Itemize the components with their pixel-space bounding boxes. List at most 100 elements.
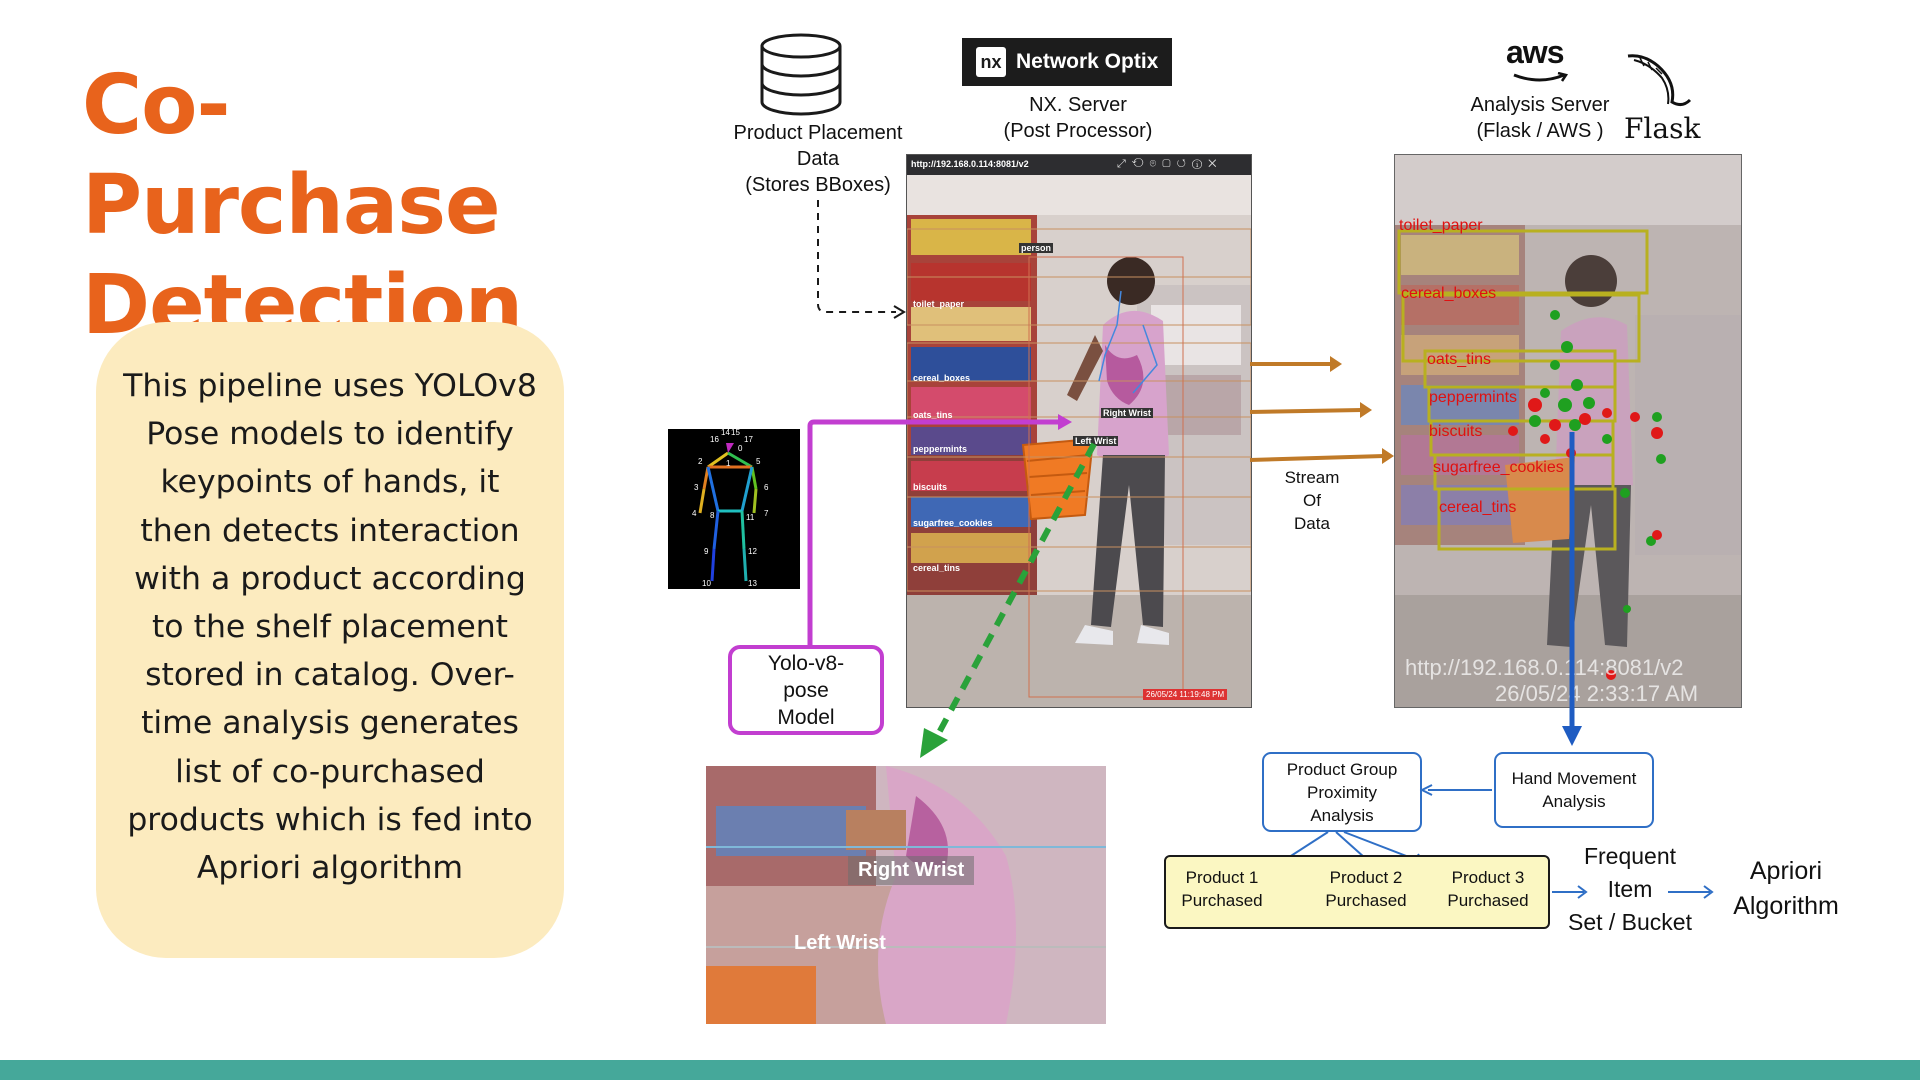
database-caption-line-3: (Stores BBoxes) xyxy=(745,174,891,196)
footer-bar xyxy=(0,1060,1920,1080)
zoom-label-right-wrist: Right Wrist xyxy=(848,856,975,885)
camera-label-right-wrist: Right Wrist xyxy=(1101,408,1153,418)
analysis-label-oats-tins: oats_tins xyxy=(1427,351,1492,368)
page-title: Co-Purchase Detection xyxy=(82,56,642,356)
flask-logo: Flask xyxy=(1624,112,1701,145)
analysis-server-caption: Analysis Server (Flask / AWS ) xyxy=(1448,92,1632,144)
apriori-line-1: Apriori xyxy=(1749,857,1823,885)
nx-server-caption-line-1: NX. Server xyxy=(1029,94,1127,116)
camera-timestamp: 26/05/24 11:19:48 PM xyxy=(1143,689,1228,700)
proximity-analysis-box: Product Group Proximity Analysis xyxy=(1262,752,1422,832)
kp-15: 15 xyxy=(731,428,740,437)
stream-of-data-label: Stream Of Data xyxy=(1270,466,1354,535)
kp-1: 1 xyxy=(726,459,731,468)
hand-trajectory-arrow xyxy=(1562,432,1582,746)
hand-movement-line-1: Hand Movement xyxy=(1511,769,1637,788)
analysis-timestamp: 26/05/24 2:33:17 AM xyxy=(1495,681,1699,706)
kp-11: 11 xyxy=(746,513,755,522)
camera-label-biscuits: biscuits xyxy=(913,482,948,492)
kp-13: 13 xyxy=(748,579,757,588)
camera-label-left-wrist: Left Wrist xyxy=(1073,436,1119,446)
analysis-label-biscuits: biscuits xyxy=(1429,423,1483,440)
camera-label-cereal-tins: cereal_tins xyxy=(913,563,961,573)
yolo-model-line-3: Model xyxy=(777,705,835,729)
kp-9: 9 xyxy=(704,547,709,556)
yolo-connector xyxy=(807,414,1072,648)
arrow-to-apriori xyxy=(1668,885,1714,899)
stream-label-line-1: Stream xyxy=(1284,468,1340,487)
proximity-line-3: Analysis xyxy=(1310,805,1374,825)
kp-0: 0 xyxy=(738,444,743,453)
hand-movement-analysis-box: Hand Movement Analysis xyxy=(1494,752,1654,828)
hand-movement-line-2: Analysis xyxy=(1542,792,1606,811)
product-2-line-2: Purchased xyxy=(1325,891,1407,910)
analysis-server-caption-line-2: (Flask / AWS ) xyxy=(1476,120,1604,142)
yolo-model-line-1: Yolo-v8- xyxy=(767,651,845,675)
nx-server-caption-line-2: (Post Processor) xyxy=(1003,120,1153,142)
frequent-line-2: Item xyxy=(1607,876,1653,902)
flask-horn-icon xyxy=(1627,54,1692,107)
database-icon xyxy=(760,33,842,116)
product-2-purchased: Product 2 Purchased xyxy=(1314,866,1418,912)
analysis-server-caption-line-1: Analysis Server xyxy=(1470,94,1610,116)
description-card xyxy=(96,322,564,958)
product-3-purchased: Product 3 Purchased xyxy=(1436,866,1540,912)
frequent-line-3: Set / Bucket xyxy=(1567,909,1692,935)
wrist-zoom-crop: Right Wrist Left Wrist xyxy=(706,766,1106,1024)
kp-8: 8 xyxy=(710,511,715,520)
camera-label-cereal-boxes: cereal_boxes xyxy=(913,373,971,383)
nx-camera-feed: http://192.168.0.114:8081/v2 ⤢⟲⌾▢↺ⓘ✕ per… xyxy=(906,154,1252,708)
camera-label-peppermints: peppermints xyxy=(913,444,968,454)
analysis-url-watermark: http://192.168.0.114:8081/v2 xyxy=(1405,655,1684,680)
kp-3: 3 xyxy=(694,483,699,492)
stream-label-line-3: Data xyxy=(1294,514,1330,533)
zoom-label-left-wrist: Left Wrist xyxy=(794,932,886,954)
kp-2: 2 xyxy=(698,457,703,466)
nx-server-caption: NX. Server (Post Processor) xyxy=(958,92,1198,144)
database-caption: Product Placement Data (Stores BBoxes) xyxy=(720,120,916,198)
purchased-products-group xyxy=(1164,855,1550,929)
product-3-line-1: Product 3 xyxy=(1451,868,1525,887)
title-line-1: Co-Purchase xyxy=(82,58,501,253)
stream-label-line-2: Of xyxy=(1303,491,1321,510)
product-1-line-1: Product 1 xyxy=(1185,868,1259,887)
analysis-label-toilet-paper: toilet_paper xyxy=(1399,217,1483,234)
aws-smile-icon xyxy=(1513,72,1569,82)
network-optix-logo: nx Network Optix xyxy=(962,38,1172,86)
camera-label-person: person xyxy=(1019,243,1054,253)
database-caption-line-2: Data xyxy=(796,148,840,170)
camera-toolbar xyxy=(907,155,1251,175)
kp-6: 6 xyxy=(764,483,769,492)
frequent-itemset-label: Frequent Item Set / Bucket xyxy=(1554,840,1706,939)
kp-17: 17 xyxy=(744,435,753,444)
nx-mark-icon: nx xyxy=(976,47,1006,77)
zoom-arrow xyxy=(920,442,1097,758)
proximity-line-2: Proximity xyxy=(1307,782,1377,802)
stream-arrows xyxy=(1249,356,1394,464)
description-text: This pipeline uses YOLOv8 Pose models to… xyxy=(123,368,537,887)
analysis-feed: toilet_paper cereal_boxes oats_tins pepp… xyxy=(1394,154,1742,708)
product-1-line-2: Purchased xyxy=(1181,891,1263,910)
apriori-algorithm-label: Apriori Algorithm xyxy=(1716,854,1856,924)
skeleton-keypoint-diagram: 14 15 16 17 0 2 1 5 3 6 4 8 7 11 9 12 10… xyxy=(668,428,800,589)
skeleton-figure xyxy=(698,443,758,582)
aws-logo: aws xyxy=(1506,34,1564,70)
camera-toolbar-icons[interactable]: ⤢⟲⌾▢↺ⓘ✕ xyxy=(1117,158,1223,170)
analysis-scene-illustration xyxy=(1395,155,1741,707)
analysis-label-peppermints: peppermints xyxy=(1429,389,1518,406)
camera-url: http://192.168.0.114:8081/v2 xyxy=(911,159,1029,169)
yolo-model-line-2: pose xyxy=(783,678,829,702)
analysis-label-cereal-tins: cereal_tins xyxy=(1439,499,1517,516)
product-1-purchased: Product 1 Purchased xyxy=(1170,866,1274,912)
yolo-model-box: Yolo-v8- pose Model xyxy=(728,645,884,735)
camera-label-toilet-paper: toilet_paper xyxy=(913,299,965,309)
frequent-line-1: Frequent xyxy=(1583,843,1677,869)
product-3-line-2: Purchased xyxy=(1447,891,1529,910)
analysis-label-sugarfree-cookies: sugarfree_cookies xyxy=(1433,459,1564,476)
product-2-line-1: Product 2 xyxy=(1329,868,1403,887)
placement-data-arrow xyxy=(817,200,906,319)
kp-14: 14 xyxy=(721,428,730,437)
apriori-line-2: Algorithm xyxy=(1733,892,1839,920)
proximity-line-1: Product Group xyxy=(1286,759,1398,779)
network-optix-logo-text: Network Optix xyxy=(1016,50,1159,73)
